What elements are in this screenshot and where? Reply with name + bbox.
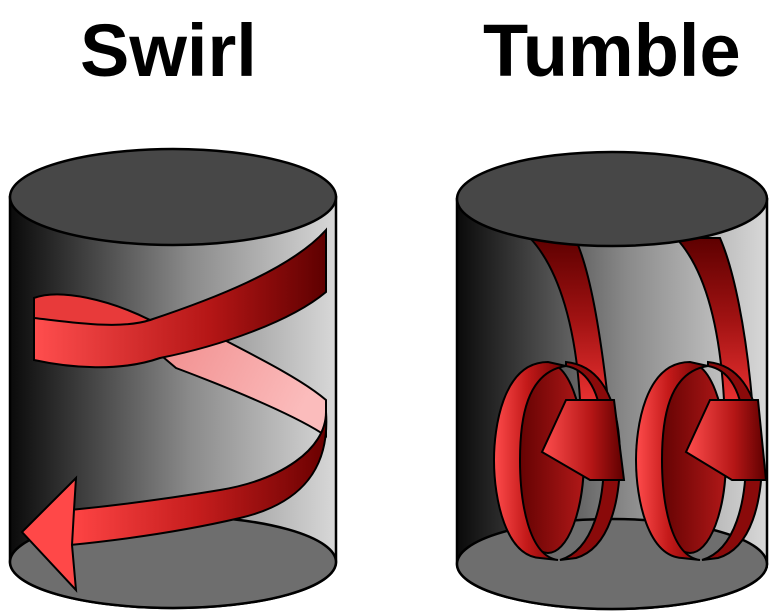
swirl-cylinder-top [8,147,338,247]
tumble-cylinder [455,150,769,611]
tumble-title: Tumble [483,9,741,92]
swirl-cylinder [8,147,338,610]
tumble-right-ring [634,360,709,561]
tumble-left-arrowhead [540,399,626,481]
tumble-cylinder-bottom [455,517,769,611]
swirl-arrowhead [20,475,78,593]
swirl-arrow-curl [33,293,153,326]
tumble-cylinder-top [455,150,769,248]
tumble-right-arrowhead [684,399,768,481]
swirl-title: Swirl [80,9,257,92]
tumble-left-ring [492,360,567,561]
